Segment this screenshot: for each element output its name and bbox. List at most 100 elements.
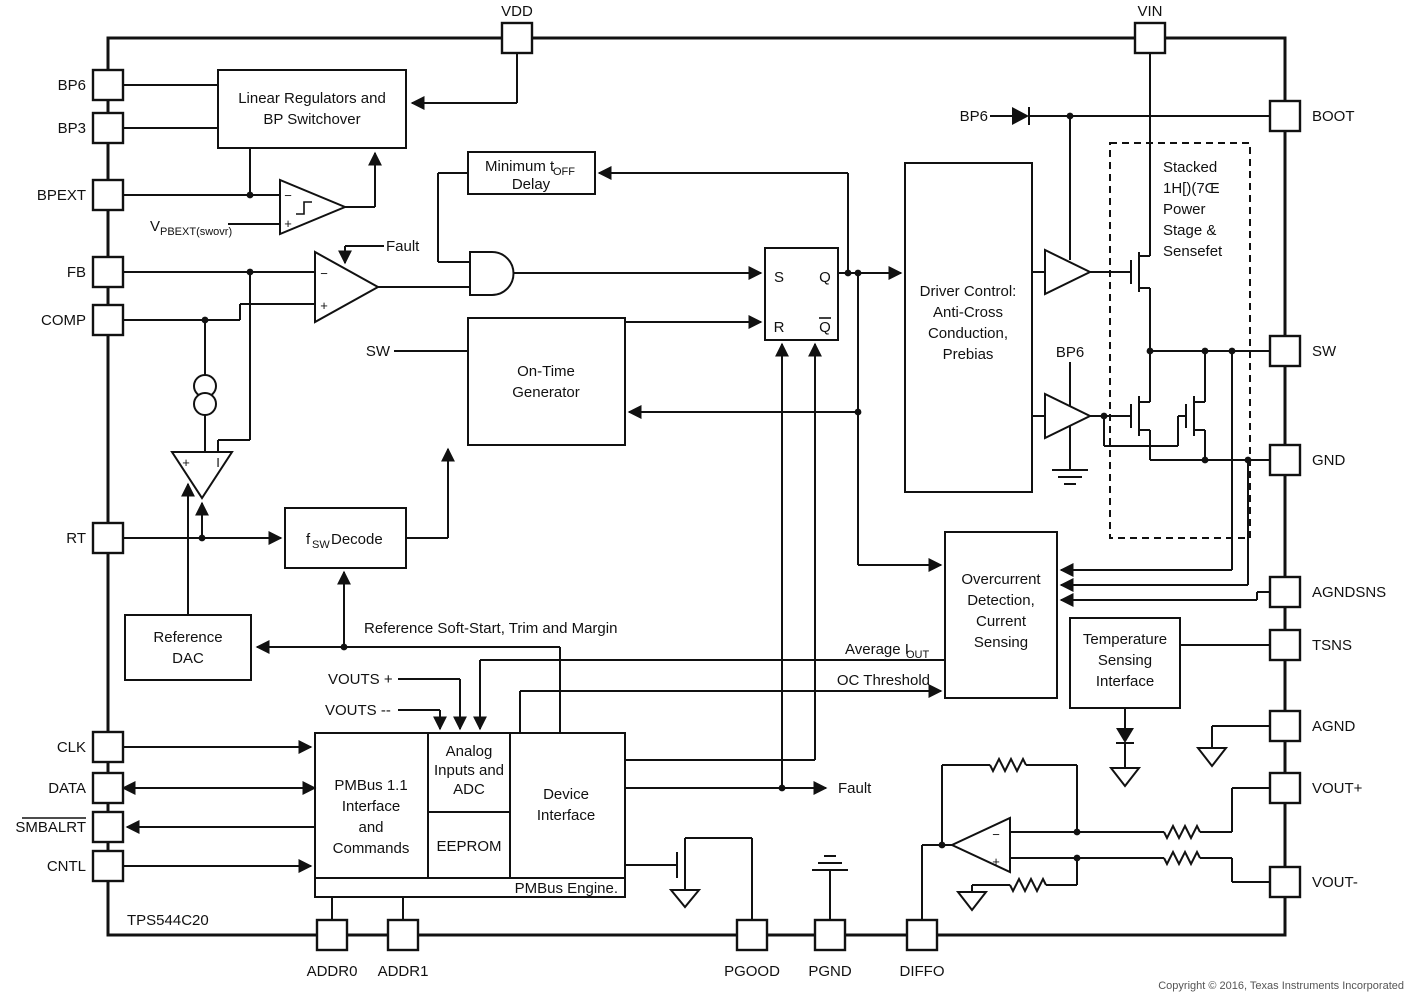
- reference-softstart-label: Reference Soft-Start, Trim and Margin: [364, 620, 617, 637]
- block-driver-control: Driver Control: Anti-Cross Conduction, P…: [904, 162, 1033, 493]
- pin-pgnd-label: PGND: [808, 963, 852, 980]
- pin-diffo-label: DIFFO: [900, 963, 945, 980]
- block-temperature-sensing: Temperature Sensing Interface: [1069, 617, 1181, 709]
- refdac-line1: Reference: [153, 629, 222, 646]
- chip-name-label: TPS544C20: [127, 912, 209, 929]
- pin-bp6-label: BP6: [58, 77, 86, 94]
- vouts-minus-label: VOUTS --: [325, 702, 391, 719]
- linreg-line1: Linear Regulators and: [238, 90, 386, 107]
- resistor-ground-leg: [1009, 876, 1047, 894]
- pmbus-devif-line1: Device: [543, 786, 589, 803]
- pin-agndsns-label: AGNDSNS: [1312, 584, 1386, 601]
- agnd-symbol-sense: [955, 891, 989, 912]
- mintoff-sub: OFF: [553, 166, 575, 178]
- wires-remote-sense: [941, 756, 1270, 894]
- hysteresis-icon: [296, 201, 312, 215]
- pin-tsns-label: TSNS: [1312, 637, 1352, 654]
- block-on-time-generator: On-Time Generator: [467, 317, 626, 446]
- temp-line3: Interface: [1096, 673, 1154, 690]
- pin-smbalrt: SMBALRT: [15, 810, 125, 844]
- bp6-boot-label: BP6: [960, 108, 988, 125]
- pin-fb-label: FB: [67, 264, 86, 281]
- hysteresis-comparator: [279, 178, 348, 236]
- pgood-fet: [676, 847, 686, 883]
- pin-rt: RT: [66, 521, 125, 555]
- diff-amplifier: [949, 816, 1011, 874]
- free-labels: V PBEXT(swovr) Fault Fault SW BP6 BP6 Re…: [127, 108, 1404, 992]
- pin-fb: FB: [67, 255, 125, 289]
- vpbext-label: V: [150, 218, 160, 235]
- oc-line1: Overcurrent: [961, 571, 1041, 588]
- average-iout-label: Average I: [845, 641, 909, 658]
- block-linear-regulators: Linear Regulators and BP Switchover: [217, 69, 407, 149]
- ontime-line2: Generator: [512, 384, 580, 401]
- high-side-fet: [1130, 252, 1150, 292]
- pmbus-adc-line1: Analog: [446, 743, 493, 760]
- boot-diode: [1012, 107, 1030, 125]
- pmbus-adc-line2: Inputs and: [434, 762, 504, 779]
- wires-power-stage: [990, 53, 1270, 768]
- junction-dots: [198, 112, 1252, 862]
- pmbus-if-line1: PMBus 1.1: [334, 777, 407, 794]
- high-side-driver: [1044, 248, 1093, 296]
- pin-bp3: BP3: [58, 111, 125, 145]
- driver-ground-symbol: [1052, 426, 1088, 485]
- pin-agndsns: AGNDSNS: [1268, 575, 1386, 609]
- pin-tsns: TSNS: [1268, 628, 1352, 662]
- latch-s: S: [774, 269, 784, 286]
- pin-addr0: ADDR0: [307, 918, 357, 980]
- block-power-stage-dashed: Stacked 1H[)(7Œ Power Stage & Sensefet: [1109, 142, 1251, 539]
- sw-label: SW: [366, 343, 391, 360]
- stage-line5: Sensefet: [1163, 243, 1223, 260]
- wires-left-top: [121, 53, 945, 873]
- resistor-feedback: [989, 756, 1027, 774]
- decode-sub: SW: [312, 539, 330, 551]
- diffamp-minus-sign: −: [992, 827, 1000, 842]
- pmbus-devif-line2: Interface: [537, 807, 595, 824]
- pin-data-label: DATA: [48, 780, 86, 797]
- agnd-symbol-pgood-fet: [668, 889, 702, 909]
- error-comparator: [314, 250, 381, 324]
- copyright-text: Copyright © 2016, Texas Instruments Inco…: [1158, 980, 1404, 992]
- temp-line1: Temperature: [1083, 631, 1167, 648]
- pmbus-if-line3: and: [358, 819, 383, 836]
- pin-vdd-label: VDD: [501, 3, 533, 20]
- block-minimum-toff-delay: Minimum t OFF Delay: [467, 151, 596, 195]
- linreg-line2: BP Switchover: [263, 111, 360, 128]
- stage-line1: Stacked: [1163, 159, 1217, 176]
- oc-line4: Sensing: [974, 634, 1028, 651]
- drvctrl-line3: Conduction,: [928, 325, 1008, 342]
- pin-cntl: CNTL: [47, 849, 125, 883]
- wires-latch-logic: [597, 166, 943, 795]
- resistor-vout-plus: [1163, 823, 1201, 841]
- pin-vout-plus: VOUT+: [1268, 771, 1363, 805]
- oc-threshold-label: OC Threshold: [837, 672, 930, 689]
- chip-border: [106, 36, 1287, 937]
- pin-bp3-label: BP3: [58, 120, 86, 137]
- pin-addr1-label: ADDR1: [378, 963, 429, 980]
- pin-vout-minus-label: VOUT-: [1312, 874, 1358, 891]
- pin-bpext-label: BPEXT: [37, 187, 86, 204]
- block-fsw-decode: f SW Decode: [284, 507, 407, 569]
- pmbus-adc-line3: ADC: [453, 781, 485, 798]
- pin-comp-label: COMP: [41, 312, 86, 329]
- pin-rt-label: RT: [66, 530, 86, 547]
- current-source: [193, 374, 217, 416]
- pin-sw: SW: [1268, 334, 1337, 368]
- vpbext-sub: PBEXT(swovr): [160, 226, 232, 238]
- pin-clk-label: CLK: [57, 739, 86, 756]
- agnd-symbol-temp: [1108, 767, 1142, 788]
- pin-cntl-label: CNTL: [47, 858, 86, 875]
- pin-bp6: BP6: [58, 68, 125, 102]
- gm-i-sign: I: [216, 455, 220, 470]
- errcomp-plus-sign: +: [320, 298, 328, 313]
- latch-qbar: Q: [819, 319, 831, 336]
- temp-diode: [1116, 728, 1134, 744]
- drvctrl-line1: Driver Control:: [920, 283, 1017, 300]
- block-pmbus-engine: PMBus 1.1 Interface and Commands Analog …: [314, 732, 626, 898]
- pin-data: DATA: [48, 771, 125, 805]
- mintoff-text: Minimum t: [485, 158, 555, 175]
- resistor-vout-minus: [1163, 849, 1201, 867]
